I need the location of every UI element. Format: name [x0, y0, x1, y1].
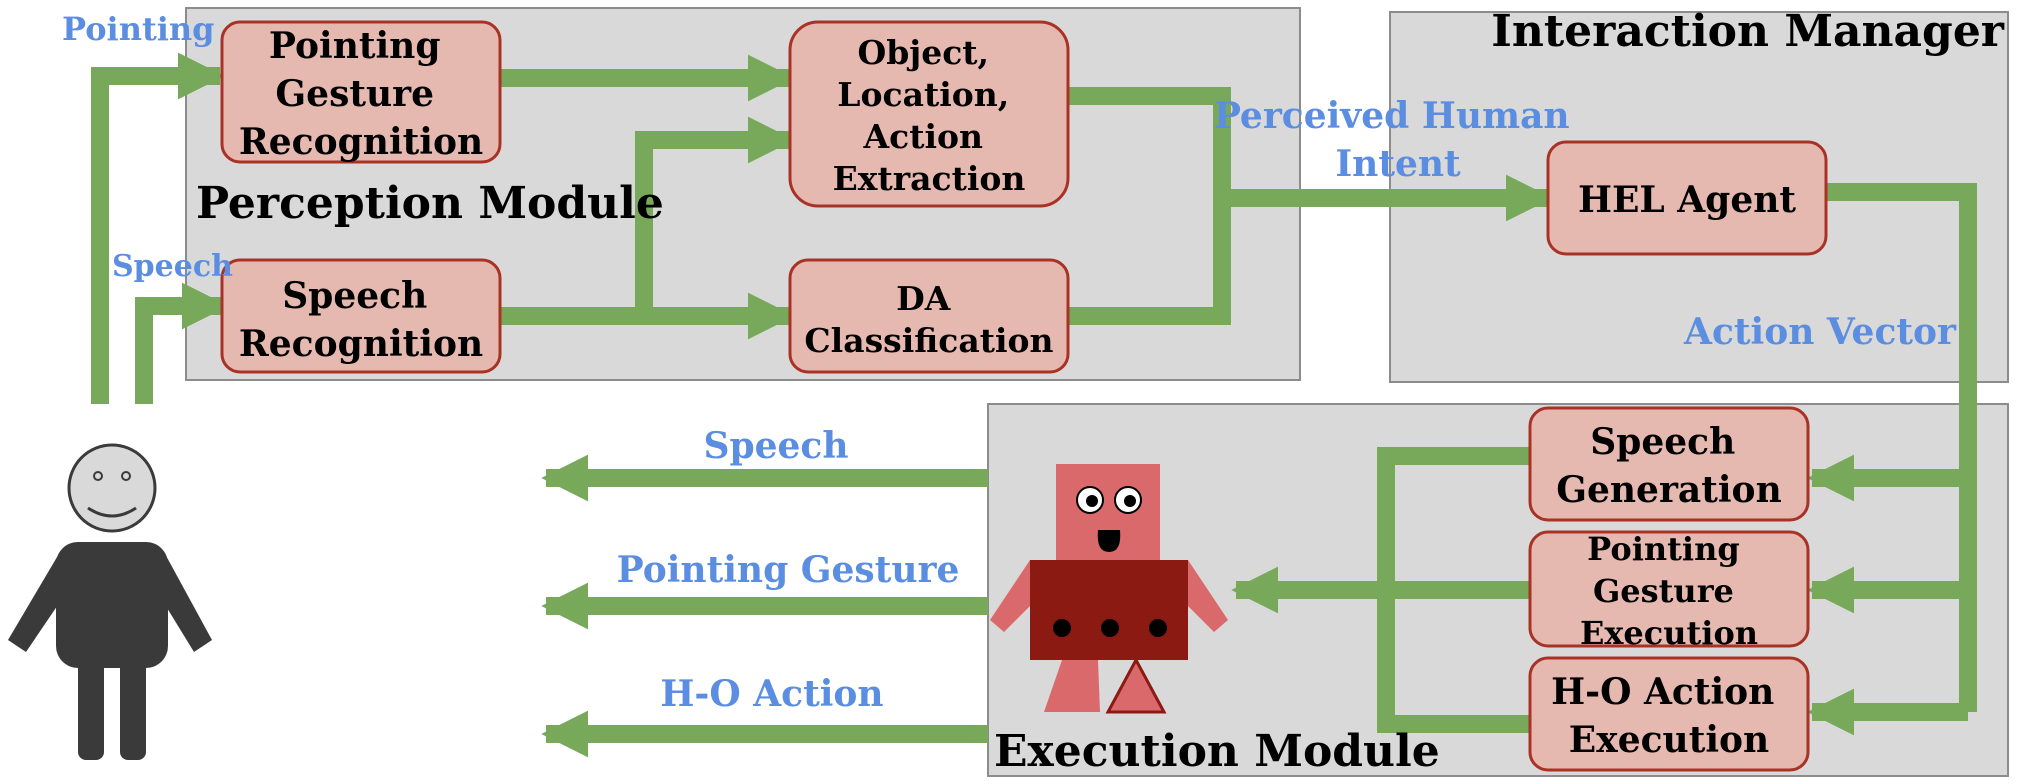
extraction-box: [788, 20, 1070, 208]
perception-module-title: Perception Module: [196, 178, 664, 229]
pointing-input-arrow: [91, 52, 225, 404]
pointing-execution-box: [1528, 530, 1810, 648]
human-icon: [8, 443, 212, 760]
speech-generation-box: [1528, 406, 1810, 522]
extraction-label: Object, Location, Action Extraction: [833, 33, 1026, 198]
pointing-execution-label: Pointing Gesture Execution: [1580, 530, 1758, 652]
hel-agent-box: [1546, 140, 1828, 256]
ho-execution-label: H-O Action Execution: [1551, 671, 1787, 761]
speech-recognition-label: Speech Recognition: [239, 275, 483, 365]
ho-output-label: H-O Action: [660, 673, 883, 715]
robot-icon: [990, 464, 1228, 714]
pointing-output-label: Pointing Gesture: [617, 549, 960, 591]
pointing-recognition-box: [220, 20, 502, 164]
action-vector-label: Action Vector: [1683, 311, 1957, 353]
speech-input-label: Speech: [112, 249, 233, 284]
perception-arrows: [500, 54, 1553, 340]
speech-to-extraction-arrow: [635, 116, 795, 316]
action-vector-arrows: [1807, 183, 1977, 736]
hel-agent-label: HEL Agent: [1578, 179, 1796, 221]
extraction-to-intent-line: [1068, 87, 1231, 198]
pointing-recognition-label: Pointing Gesture Recognition: [239, 25, 483, 163]
ho-execution-box: [1528, 656, 1810, 772]
output-arrows: [541, 454, 988, 758]
interaction-manager-title: Interaction Manager: [1491, 6, 2005, 57]
speech-output-label: Speech: [703, 425, 848, 467]
speech-recognition-box: [220, 258, 502, 374]
execution-module-title: Execution Module: [994, 726, 1440, 777]
intent-label: Perceived Human Intent: [1214, 95, 1582, 185]
pointing-input-label: Pointing: [62, 10, 215, 48]
speech-input-arrow: [135, 282, 229, 404]
da-classification-label: DA Classification: [804, 279, 1053, 360]
da-classification-box: [788, 258, 1070, 374]
da-to-intent-line: [1068, 198, 1231, 325]
execution-to-robot-arrows: [1231, 447, 1530, 733]
speech-generation-label: Speech Generation: [1556, 421, 1782, 511]
